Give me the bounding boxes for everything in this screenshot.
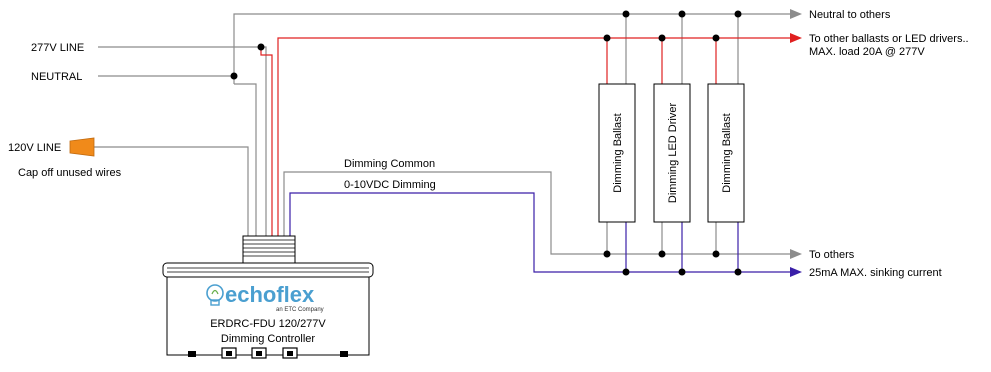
device-1-label: Dimming Ballast	[612, 113, 624, 192]
device-2-label: Dimming LED Driver	[667, 103, 679, 204]
device-3: Dimming Ballast	[707, 83, 745, 223]
line-arrow-icon	[790, 33, 802, 43]
label-to-other-ballasts: To other ballasts or LED drivers..	[809, 33, 969, 45]
conduit-nipple	[242, 235, 296, 264]
common-arrow-icon	[790, 249, 802, 259]
label-cap-off: Cap off unused wires	[18, 167, 122, 179]
controller: echoflex an ETC Company ERDRC-FDU 120/27…	[162, 235, 374, 359]
line120-wiring	[94, 146, 249, 236]
controller-description: Dimming Controller	[221, 333, 315, 345]
label-120v-line: 120V LINE	[8, 142, 61, 154]
label-0-10vdc-dimming: 0-10VDC Dimming	[344, 179, 436, 191]
neutral-arrow-icon	[790, 9, 802, 19]
label-to-others: To others	[809, 249, 855, 261]
label-neutral-to-others: Neutral to others	[809, 9, 891, 21]
brand-logo: echoflex	[225, 282, 315, 307]
junction-dots	[230, 10, 742, 276]
dimming-arrow-icon	[790, 267, 802, 277]
brand-sub: an ETC Company	[276, 307, 324, 313]
dimming-common-wiring	[283, 171, 790, 255]
label-sinking-current: 25mA MAX. sinking current	[809, 267, 942, 279]
dimming-signal-wiring	[289, 192, 790, 273]
bulb-icon	[206, 284, 224, 306]
device-1: Dimming Ballast	[598, 83, 636, 223]
label-max-load: MAX. load 20A @ 277V	[809, 46, 925, 58]
device-2: Dimming LED Driver	[653, 83, 691, 223]
controller-model: ERDRC-FDU 120/277V	[210, 318, 326, 330]
label-neutral: NEUTRAL	[31, 71, 82, 83]
wire-nut-icon	[69, 137, 95, 157]
line-wiring	[98, 37, 790, 236]
neutral-wiring	[98, 13, 790, 236]
label-dimming-common: Dimming Common	[344, 158, 435, 170]
label-277v-line: 277V LINE	[31, 42, 84, 54]
device-3-label: Dimming Ballast	[721, 113, 733, 192]
